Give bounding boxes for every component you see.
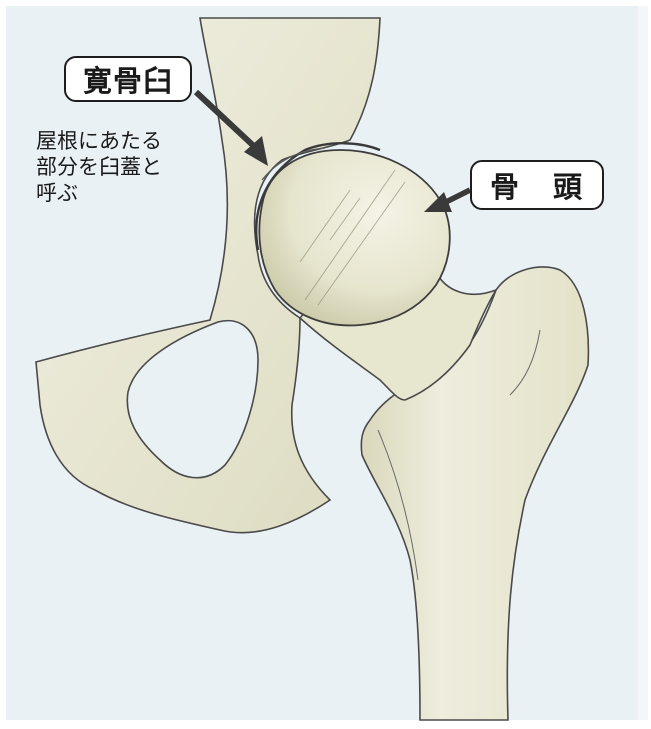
femoral-head-label: 骨 頭 (490, 164, 594, 206)
note-line-3: 呼ぶ (36, 180, 236, 206)
note-line-2: 部分を臼蓋と (36, 154, 236, 180)
acetabulum-label: 寛骨臼 (83, 58, 173, 100)
acetabular-roof-note: 屋根にあたる 部分を臼蓋と 呼ぶ (36, 128, 236, 206)
femoral-head-callout: 骨 頭 (470, 160, 604, 210)
background-panel-right-edge (638, 6, 648, 720)
note-line-1: 屋根にあたる (36, 128, 236, 154)
acetabulum-callout: 寛骨臼 (64, 56, 192, 102)
